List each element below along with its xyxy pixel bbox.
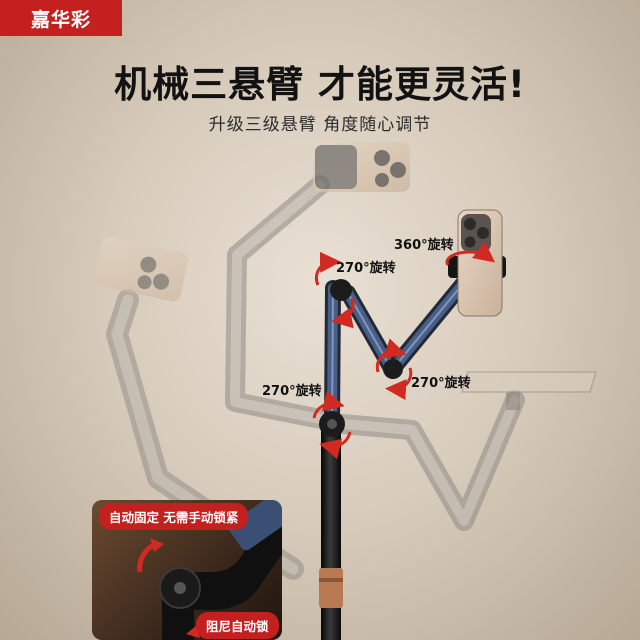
copper-ring: [319, 568, 343, 608]
subline: 升级三级悬臂 角度随心调节: [208, 115, 432, 135]
joint-elbow: [383, 359, 403, 379]
ghost-arm-right: [321, 390, 525, 531]
joint-top: [330, 279, 352, 301]
inset-top-label: 自动固定 无需手动锁紧: [99, 503, 249, 530]
ghost-tablet-right: [460, 371, 598, 410]
rotation-label-270-left: 270°旋转: [262, 384, 322, 399]
inset-bottom-label: 阻尼自动锁: [196, 612, 279, 639]
brand-badge: 嘉华彩: [0, 0, 122, 36]
headline: 机械三悬臂 才能更灵活!: [114, 63, 526, 106]
main-phone: [457, 209, 503, 317]
ghost-arm-top: [225, 175, 341, 431]
joint-closeup: [137, 500, 282, 640]
rotation-label-360: 360°旋转: [394, 238, 454, 253]
rotation-label-270-right: 270°旋转: [411, 376, 471, 391]
rotation-label-270-top: 270°旋转: [336, 261, 396, 276]
ghost-phone-top: [313, 142, 410, 192]
ghost-phone-left: [94, 237, 188, 302]
main-arm: [324, 261, 483, 433]
rotation-arrows: [312, 241, 496, 460]
